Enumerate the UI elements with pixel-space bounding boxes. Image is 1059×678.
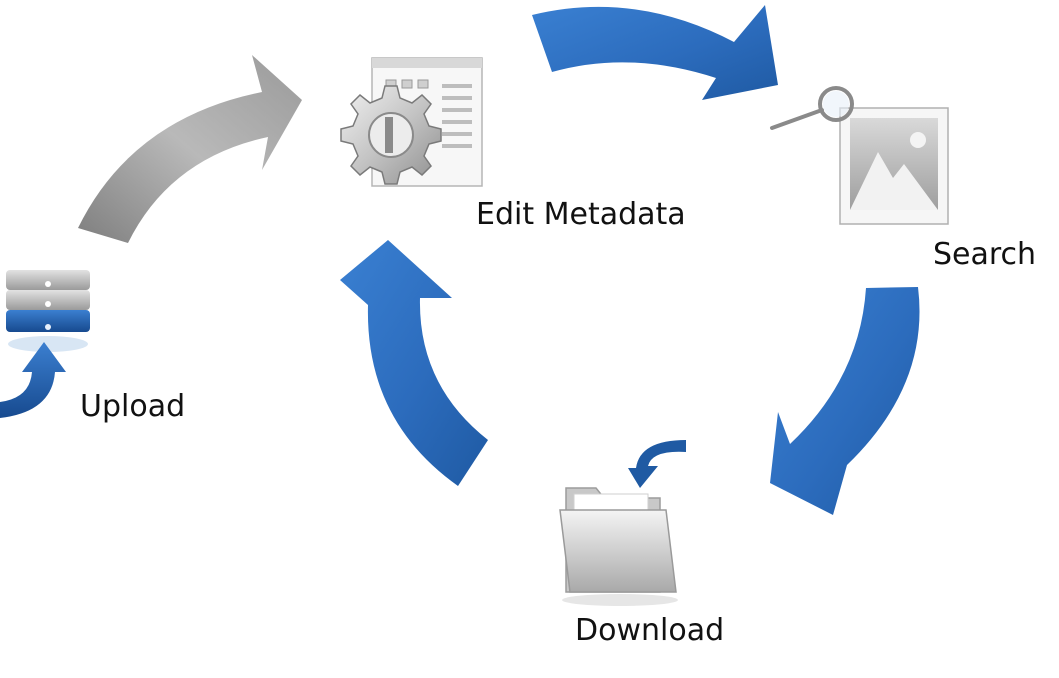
download-label: Download [575, 613, 725, 648]
image-search-icon [770, 86, 949, 225]
gear-document-icon [340, 57, 483, 187]
upload-to-edit-arrow [78, 55, 302, 243]
folder-download-icon [559, 440, 686, 606]
upload-label: Upload [80, 389, 186, 424]
search-label: Search [933, 237, 1037, 272]
edit-metadata-label: Edit Metadata [476, 197, 686, 232]
server-upload-icon [0, 270, 90, 418]
search-to-download-arrow [770, 287, 920, 515]
edit-to-search-arrow [532, 5, 778, 100]
download-to-edit-arrow [340, 240, 488, 486]
